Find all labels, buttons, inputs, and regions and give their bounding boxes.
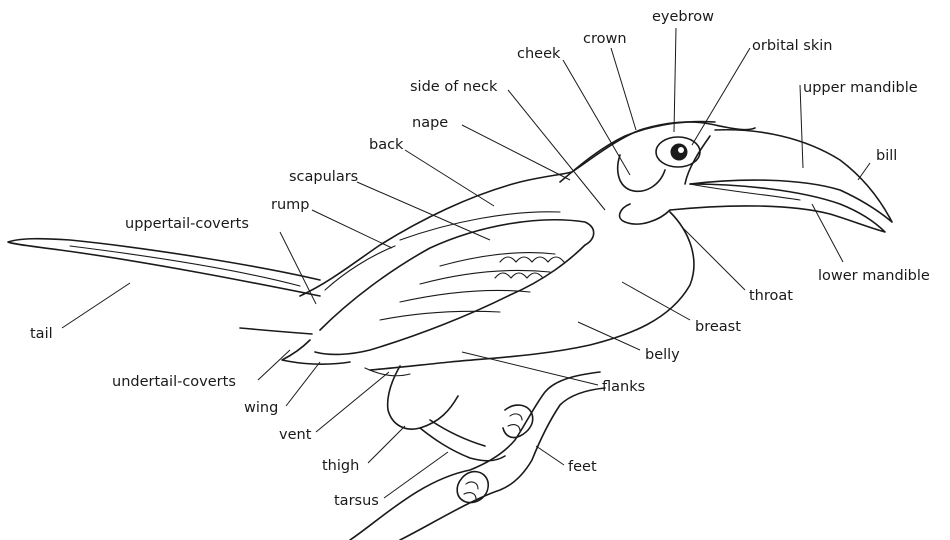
label-belly: belly	[645, 347, 680, 363]
label-lower-mandible: lower mandible	[818, 268, 930, 284]
wing-feather-1	[440, 253, 555, 266]
label-scapulars: scapulars	[289, 169, 358, 185]
leader-feet	[536, 446, 564, 465]
label-undertail-coverts: undertail-coverts	[112, 374, 236, 390]
leader-flanks	[462, 352, 598, 385]
leader-undertail-coverts	[258, 350, 290, 380]
wing-covert-scallops-2	[495, 273, 543, 278]
wing-covert-scallops	[500, 257, 564, 262]
leader-thigh	[368, 426, 405, 463]
leader-wing	[286, 362, 320, 406]
leader-back	[405, 150, 494, 206]
label-back: back	[369, 137, 404, 153]
foot-toes	[508, 414, 522, 431]
label-orbital-skin: orbital skin	[752, 38, 832, 54]
undertail-line	[240, 328, 312, 334]
label-tail: tail	[30, 326, 53, 342]
label-nape: nape	[412, 115, 448, 131]
foot-rear-toes	[464, 482, 478, 499]
bird-illustration	[8, 122, 892, 540]
rump-feathers	[325, 246, 395, 290]
label-bill: bill	[876, 148, 897, 164]
wing-feather-2	[420, 271, 550, 285]
tail	[8, 239, 320, 296]
label-cheek: cheek	[517, 46, 561, 62]
throat-outline	[620, 204, 670, 224]
tarsus	[420, 428, 505, 461]
wing-outline	[315, 220, 594, 355]
leader-bill	[858, 163, 870, 180]
leader-crown	[611, 48, 636, 130]
leader-upper-mandible	[800, 85, 803, 168]
cheek-patch	[618, 155, 665, 191]
label-feet: feet	[568, 459, 597, 475]
bill-lower	[670, 184, 885, 232]
label-vent: vent	[279, 427, 312, 443]
leader-vent	[316, 372, 389, 432]
label-tarsus: tarsus	[334, 493, 379, 509]
leader-rump	[312, 210, 392, 248]
foot-rear	[457, 472, 488, 503]
leader-tarsus	[384, 452, 448, 498]
label-eyebrow: eyebrow	[652, 9, 714, 25]
label-flanks: flanks	[602, 379, 645, 395]
foot-front	[503, 405, 533, 438]
label-upper-mandible: upper mandible	[803, 80, 918, 96]
wing-feather-3	[400, 290, 530, 302]
label-rump: rump	[271, 197, 309, 213]
label-breast: breast	[695, 319, 741, 335]
label-side-of-neck: side of neck	[410, 79, 498, 95]
wing-feather-4	[380, 311, 500, 320]
leader-uppertail-coverts	[280, 232, 316, 304]
tail-inner-line	[70, 246, 300, 286]
eye-highlight	[678, 147, 684, 153]
leader-tail	[62, 283, 130, 328]
leader-lines	[62, 28, 870, 498]
label-wing: wing	[244, 400, 278, 416]
label-crown: crown	[583, 31, 627, 47]
leader-nape	[462, 125, 570, 180]
leader-eyebrow	[674, 28, 676, 132]
label-uppertail-coverts: uppertail-coverts	[125, 216, 249, 232]
label-throat: throat	[749, 288, 793, 304]
leader-breast	[622, 282, 690, 320]
label-thigh: thigh	[322, 458, 359, 474]
